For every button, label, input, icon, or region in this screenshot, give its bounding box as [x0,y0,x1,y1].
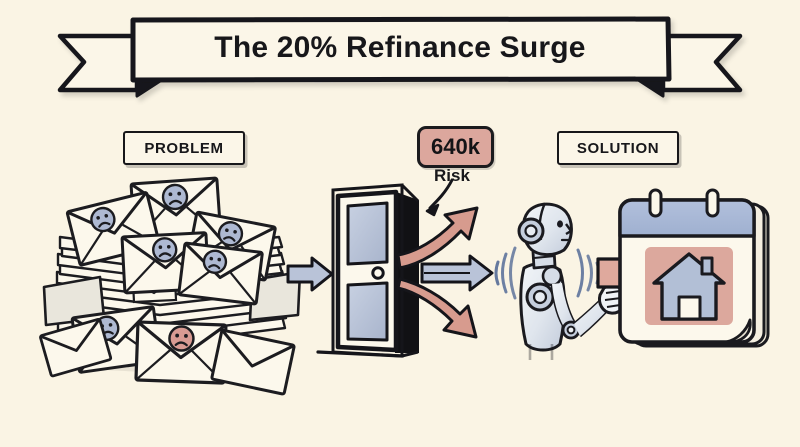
sad-face-stamp [202,249,228,274]
label-problem: PROBLEM [123,131,245,165]
calendar-rings [648,188,720,218]
label-solution: SOLUTION [557,131,679,165]
banner-title-wrap: The 20% Refinance Surge [130,17,670,97]
house-icon [652,252,726,321]
title-banner [57,16,743,98]
ai-robot-assistant [517,202,627,360]
sound-waves-right [576,248,601,298]
sound-waves-left [494,246,517,300]
risk-badge: 640k [417,126,494,168]
arrow-risk-up [396,206,479,270]
stack-of-envelopes [39,176,302,396]
open-door [316,183,420,358]
sad-face-stamp-highlight [168,325,195,352]
sad-face-stamp [217,221,244,247]
calendar-with-house [618,188,770,348]
arrow-door-to-robot [420,254,494,292]
page-title: The 20% Refinance Surge [214,31,586,64]
risk-caption: Risk [434,166,470,185]
arrow-problem-to-door [286,256,334,292]
sad-face-stamp [90,206,116,233]
arrow-risk-down [396,277,478,339]
sad-face-stamp [152,237,178,263]
sad-face-stamp [161,183,189,211]
arrow-pointer-to-badge [425,178,454,217]
